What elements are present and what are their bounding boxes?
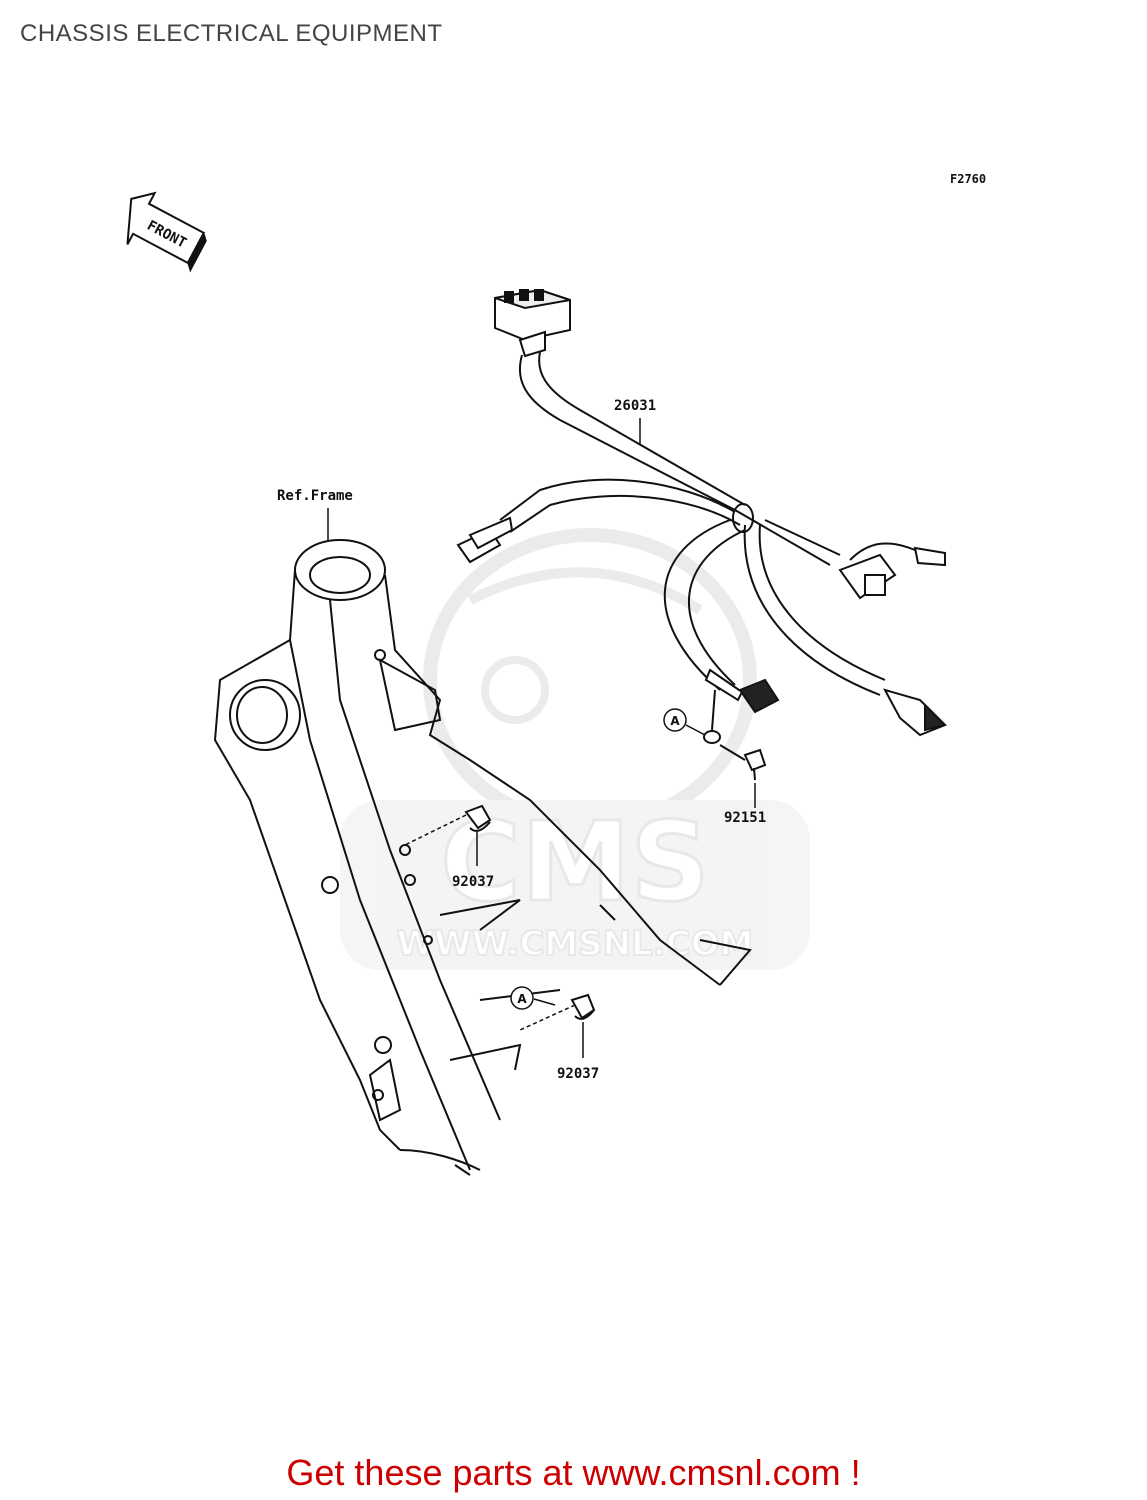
callout-92037-lower[interactable]: 92037 (557, 1066, 599, 1082)
leader-lines (327, 418, 756, 1058)
ref-marker-a-lower: A (510, 986, 534, 1010)
clamp-92037-upper (464, 804, 492, 832)
ref-marker-a-upper: A (663, 708, 687, 732)
callout-ref-frame: Ref.Frame (277, 488, 353, 504)
callout-92151[interactable]: 92151 (724, 810, 766, 826)
wiring-harness (499, 351, 916, 696)
callout-26031[interactable]: 26031 (614, 398, 656, 414)
bolt-92151 (743, 748, 767, 781)
left-connector (456, 516, 514, 564)
page-title: CHASSIS ELECTRICAL EQUIPMENT (20, 20, 443, 47)
front-arrow: FRONT (126, 191, 207, 273)
ref-marker-a-upper-label: A (670, 714, 680, 728)
ref-marker-a-lower-label: A (517, 992, 527, 1006)
watermark-url: WWW.CMSNL.COM (397, 924, 754, 964)
clamp-92037-lower (570, 993, 596, 1020)
main-connector (494, 288, 571, 358)
far-right-connector (883, 688, 947, 737)
footer-link[interactable]: Get these parts at www.cmsnl.com ! (286, 1452, 861, 1493)
callout-92037-upper[interactable]: 92037 (452, 874, 494, 890)
figure-code: F2760 (950, 172, 987, 186)
ground-terminal (703, 689, 746, 761)
lower-connector (704, 668, 780, 714)
right-connector (838, 546, 946, 600)
